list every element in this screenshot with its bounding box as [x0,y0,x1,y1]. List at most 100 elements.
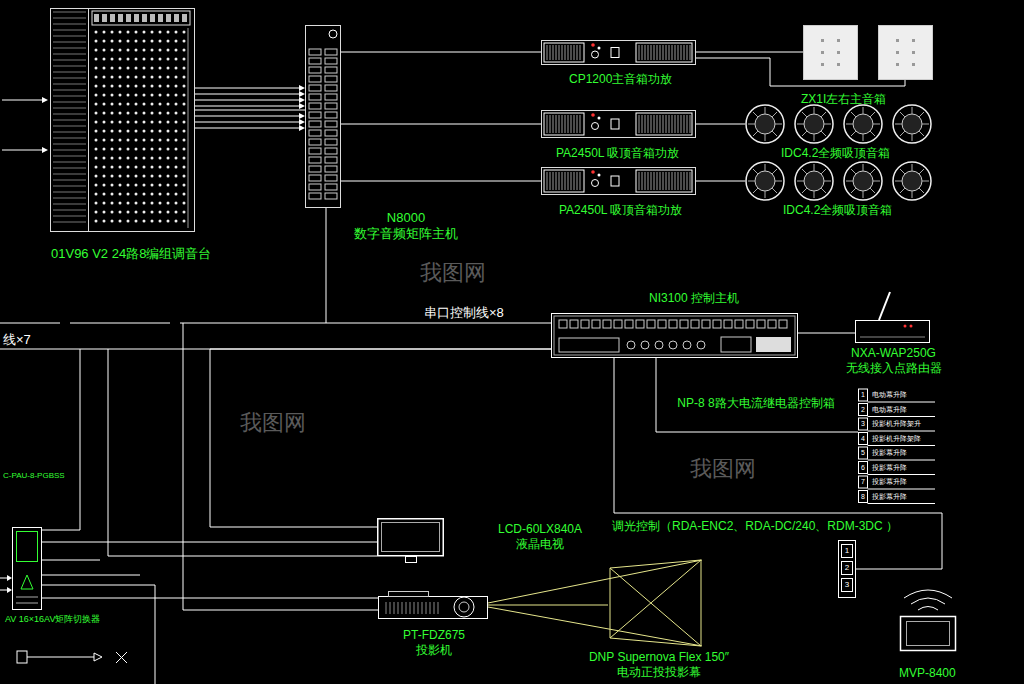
icon-part [151,58,154,61]
icon-part [53,78,86,79]
icon-part [919,131,924,136]
icon-part [135,103,138,106]
icon-part [863,134,864,141]
icon-part [127,166,130,169]
icon-part [896,63,899,66]
icon-part [651,172,652,190]
icon-part [111,103,114,106]
icon-part [111,85,114,88]
device-node: IDC4.2全频吸顶音箱 [745,104,931,144]
relay-terminal [859,433,868,445]
icon-part [642,45,643,60]
icon-part [103,103,106,106]
icon-part [135,139,138,142]
beam-line [488,560,702,603]
icon-part [842,562,853,575]
icon-part [95,211,98,214]
icon-part [167,49,170,52]
icon-part [824,181,831,182]
icon-part [175,166,178,169]
icon-part [143,121,146,124]
icon-part [183,94,186,97]
icon-part [459,602,469,612]
ceiling-speaker [844,105,882,143]
icon-part [182,14,187,22]
icon-part [550,172,551,190]
icon-part [175,49,178,52]
icon-part [183,211,186,214]
icon-part [53,150,86,151]
icon-part [127,58,130,61]
device-icon [898,590,958,652]
icon-part [687,172,688,190]
icon-part [103,157,106,160]
icon-part [135,130,138,133]
icon-part [151,103,154,106]
relay-terminal [859,462,868,474]
icon-part [159,175,162,178]
icon-part [95,31,98,34]
icon-part [756,337,791,352]
icon-part [577,115,578,133]
dimmer-panel [839,541,856,598]
icon-part [143,193,146,196]
icon-part [119,193,122,196]
mixer-body [51,9,195,232]
icon-part [912,51,915,54]
icon-part [95,49,98,52]
connector [614,358,942,569]
connector [696,181,745,182]
input-cable [2,150,42,151]
icon-part [135,112,138,115]
icon-part [647,320,655,328]
icon-part [53,102,86,103]
icon-part [95,103,98,106]
icon-part [768,320,776,328]
icon-part [837,39,840,42]
icon-part [669,341,677,349]
antenna [879,292,890,320]
icon-part [775,181,782,182]
icon-part [577,172,578,190]
icon-part [681,115,682,133]
icon-part [636,170,692,192]
icon-part [627,341,635,349]
arrowhead [94,653,102,661]
icon-part [580,45,581,60]
icon-part [111,193,114,196]
callout-number: 2 [841,562,853,574]
icon-part [167,175,170,178]
icon-part [684,115,685,133]
icon-part [658,320,666,328]
icon-part [837,63,840,66]
icon-part [95,175,98,178]
controller-body [552,314,798,358]
icon-part [645,115,646,133]
callout-number: 3 [858,419,868,429]
icon-part [912,164,913,171]
icon-part [103,130,106,133]
icon-part [183,166,186,169]
connector [696,52,803,53]
device-icon [803,25,933,80]
icon-part [16,597,38,598]
icon-part [779,320,787,328]
icon-part [765,191,766,198]
icon-part [571,45,572,60]
icon-part [821,169,826,174]
connector [341,181,541,182]
icon-part [591,113,595,117]
device-icon [50,8,195,232]
icon-part [135,175,138,178]
icon-part [598,47,601,50]
icon-part [675,115,676,133]
icon-part [53,48,86,49]
device-icon [12,527,42,610]
icon-part [159,166,162,169]
icon-part [53,114,86,115]
icon-part [143,103,146,106]
icon-part [309,130,321,136]
icon-part [95,202,98,205]
video-cable [183,323,378,610]
icon-part [119,148,122,151]
